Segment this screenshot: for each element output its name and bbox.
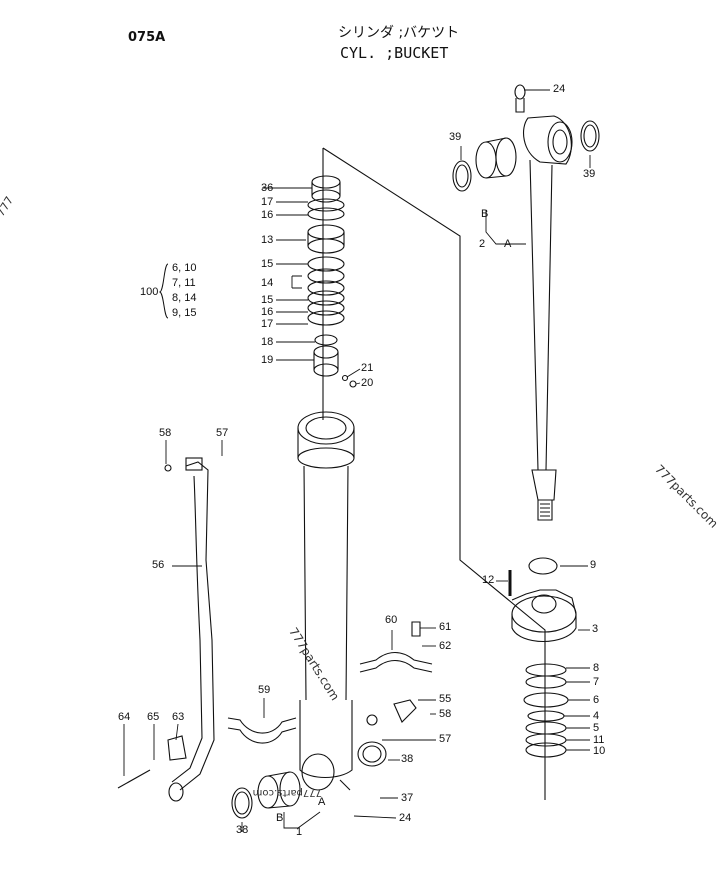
callout-3: 3 (592, 623, 599, 635)
watermark-mirrored: 777parts.com (252, 787, 322, 798)
bushing-b2 (257, 771, 301, 809)
leader-lines (123, 89, 591, 832)
hose-56 (164, 457, 215, 802)
callout-17-lower: 17 (261, 318, 274, 330)
callout-8: 8 (593, 662, 600, 674)
callout-7: 7 (593, 676, 600, 688)
group-100-row-4: 9, 15 (172, 307, 197, 319)
callout-b-top: B (481, 208, 489, 220)
group-100-row-3: 8, 14 (172, 292, 197, 304)
callout-38-right: 38 (401, 753, 414, 765)
callout-61: 61 (439, 621, 452, 633)
callout-14: 14 (261, 277, 274, 289)
seal-38-left (231, 787, 253, 819)
callout-38-left: 38 (236, 824, 249, 836)
piston-rod (514, 84, 573, 521)
seal-39-right (580, 120, 600, 152)
group-100-row-1: 6, 10 (172, 262, 197, 274)
callout-18: 18 (261, 336, 274, 348)
callout-a-bottom: A (318, 796, 326, 808)
callout-63: 63 (172, 711, 185, 723)
cylinder-tube (297, 411, 355, 791)
seal-38-right (357, 741, 387, 767)
callout-16-lower: 16 (261, 306, 274, 318)
callout-11: 11 (593, 734, 605, 746)
callout-15-lower: 15 (261, 294, 274, 306)
callout-37: 37 (401, 792, 414, 804)
block-63 (167, 735, 187, 761)
callout-15-upper: 15 (261, 258, 274, 270)
callout-62: 62 (439, 640, 452, 652)
callout-16-upper: 16 (261, 209, 274, 221)
callout-65: 65 (147, 711, 160, 723)
callout-10: 10 (593, 745, 606, 757)
frame-line (322, 147, 546, 800)
callout-39-right: 39 (583, 168, 596, 180)
callout-12: 12 (482, 574, 495, 586)
bolt-64 (117, 769, 151, 789)
callout-5: 5 (593, 722, 600, 734)
bushing-b1 (475, 137, 517, 179)
callout-55: 55 (439, 693, 452, 705)
callout-19: 19 (261, 354, 274, 366)
callout-57-upper: 57 (216, 427, 229, 439)
callout-64: 64 (118, 711, 131, 723)
fitting-55 (393, 699, 417, 723)
callout-2: 2 (479, 238, 486, 250)
callout-58-upper: 58 (159, 427, 172, 439)
callout-58-lower: 58 (439, 708, 452, 720)
title-english: CYL. ;BUCKET (340, 44, 449, 62)
group-100-label: 100 (140, 286, 159, 298)
callout-13: 13 (261, 234, 274, 246)
group-brace (158, 263, 169, 319)
callout-b-bottom: B (276, 812, 284, 824)
seal-stack (307, 175, 357, 388)
callout-39-left: 39 (449, 131, 462, 143)
callout-24-top: 24 (553, 83, 566, 95)
callout-56: 56 (152, 559, 165, 571)
callout-57-lower: 57 (439, 733, 452, 745)
callout-a-top: A (504, 238, 512, 250)
callout-60: 60 (385, 614, 398, 626)
title-japanese: シリンダ ;バケツト (338, 25, 460, 41)
callout-4: 4 (593, 710, 600, 722)
clamp-59 (227, 717, 297, 734)
callout-36: 36 (261, 182, 274, 194)
callout-59: 59 (258, 684, 271, 696)
callout-6: 6 (593, 694, 600, 706)
callout-17-upper: 17 (261, 196, 274, 208)
page-code: 075A (128, 30, 166, 45)
group-100-row-2: 7, 11 (172, 277, 196, 289)
callout-20: 20 (361, 377, 374, 389)
callout-24-bottom: 24 (399, 812, 412, 824)
callout-9: 9 (590, 559, 597, 571)
seal-39-left (452, 160, 472, 192)
clamp-60 (359, 651, 433, 665)
callout-21: 21 (361, 362, 374, 374)
callout-1: 1 (296, 826, 303, 838)
cylinder-head-3 (508, 557, 577, 758)
